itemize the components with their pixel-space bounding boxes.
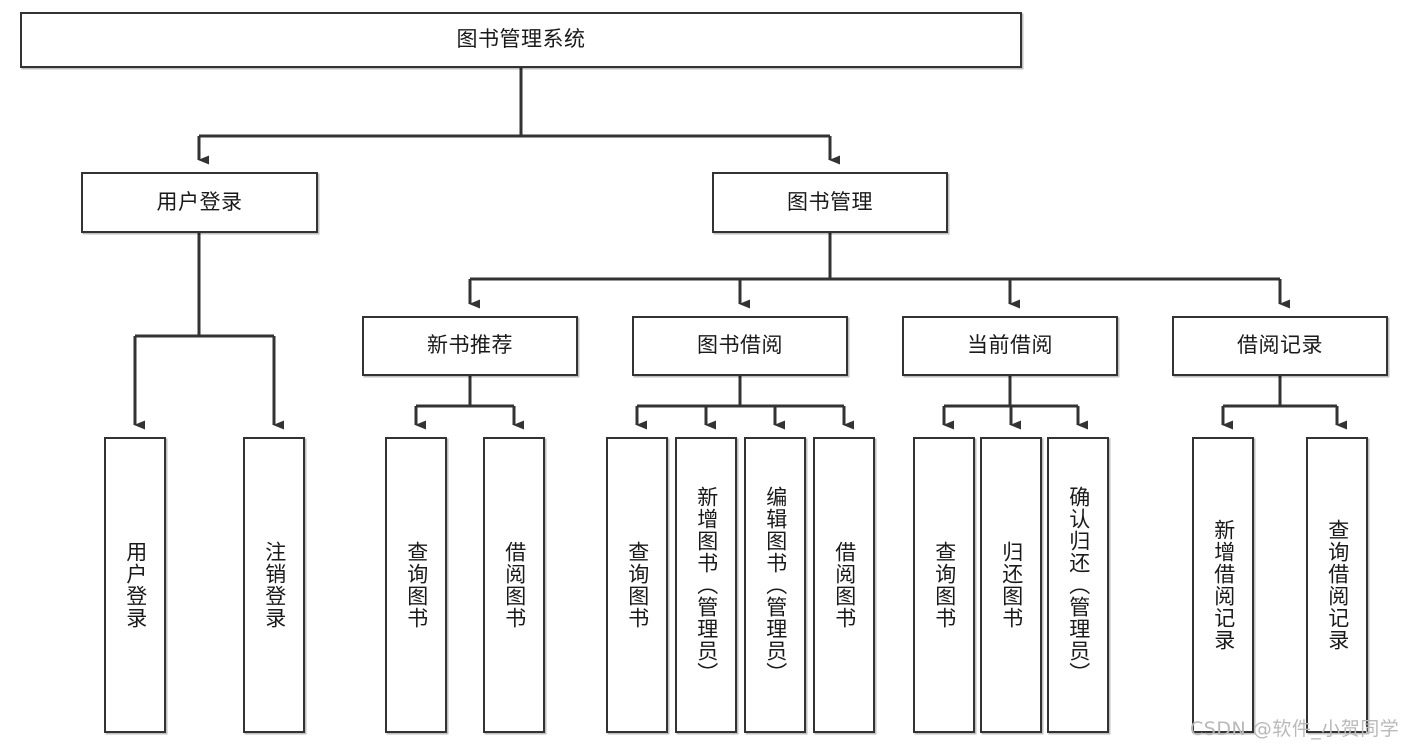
node-leaf-borrow-book-1[interactable]: 借阅图书 [483, 437, 545, 733]
node-new-book-recommend-label: 新书推荐 [427, 333, 513, 358]
node-new-book-recommend[interactable]: 新书推荐 [362, 316, 578, 376]
node-borrow-record[interactable]: 借阅记录 [1172, 316, 1388, 376]
node-user-login-label: 用户登录 [156, 189, 243, 214]
node-book-borrow[interactable]: 图书借阅 [632, 316, 848, 376]
node-leaf-return-book[interactable]: 归还图书 [980, 437, 1042, 733]
node-leaf-add-record-label: 新增借阅记录 [1211, 519, 1236, 651]
node-root-label: 图书管理系统 [456, 27, 586, 52]
node-leaf-query-book-3-label: 查询图书 [932, 541, 957, 629]
node-leaf-add-book[interactable]: 新增图书（管理员） [675, 437, 737, 733]
node-leaf-add-book-label: 新增图书（管理员） [694, 486, 719, 684]
node-leaf-query-book-2[interactable]: 查询图书 [606, 437, 668, 733]
node-leaf-add-record[interactable]: 新增借阅记录 [1192, 437, 1254, 733]
node-current-borrow-label: 当前借阅 [967, 333, 1053, 358]
node-leaf-user-login-label: 用户登录 [123, 541, 148, 629]
node-leaf-query-book-3[interactable]: 查询图书 [913, 437, 975, 733]
node-leaf-confirm-return-label: 确认归还（管理员） [1066, 486, 1091, 684]
node-leaf-borrow-book-2[interactable]: 借阅图书 [813, 437, 875, 733]
node-leaf-borrow-book-1-label: 借阅图书 [502, 541, 527, 629]
node-leaf-edit-book-label: 编辑图书（管理员） [763, 486, 788, 684]
node-borrow-record-label: 借阅记录 [1237, 333, 1323, 358]
node-leaf-query-record[interactable]: 查询借阅记录 [1306, 437, 1368, 733]
node-root[interactable]: 图书管理系统 [20, 12, 1022, 68]
node-leaf-user-login[interactable]: 用户登录 [104, 437, 166, 733]
node-book-borrow-label: 图书借阅 [697, 333, 783, 358]
node-leaf-query-book-1[interactable]: 查询图书 [385, 437, 447, 733]
node-leaf-return-book-label: 归还图书 [999, 541, 1024, 629]
node-user-login[interactable]: 用户登录 [81, 172, 318, 233]
node-leaf-confirm-return[interactable]: 确认归还（管理员） [1047, 437, 1109, 733]
node-leaf-user-logout-label: 注销登录 [262, 541, 287, 629]
node-leaf-edit-book[interactable]: 编辑图书（管理员） [744, 437, 806, 733]
node-book-manage[interactable]: 图书管理 [712, 172, 948, 233]
node-leaf-query-book-2-label: 查询图书 [625, 541, 650, 629]
node-book-manage-label: 图书管理 [787, 189, 873, 214]
node-current-borrow[interactable]: 当前借阅 [902, 316, 1118, 376]
node-leaf-user-logout[interactable]: 注销登录 [243, 437, 305, 733]
node-leaf-query-book-1-label: 查询图书 [404, 541, 429, 629]
node-leaf-borrow-book-2-label: 借阅图书 [832, 541, 857, 629]
node-leaf-query-record-label: 查询借阅记录 [1325, 519, 1350, 651]
